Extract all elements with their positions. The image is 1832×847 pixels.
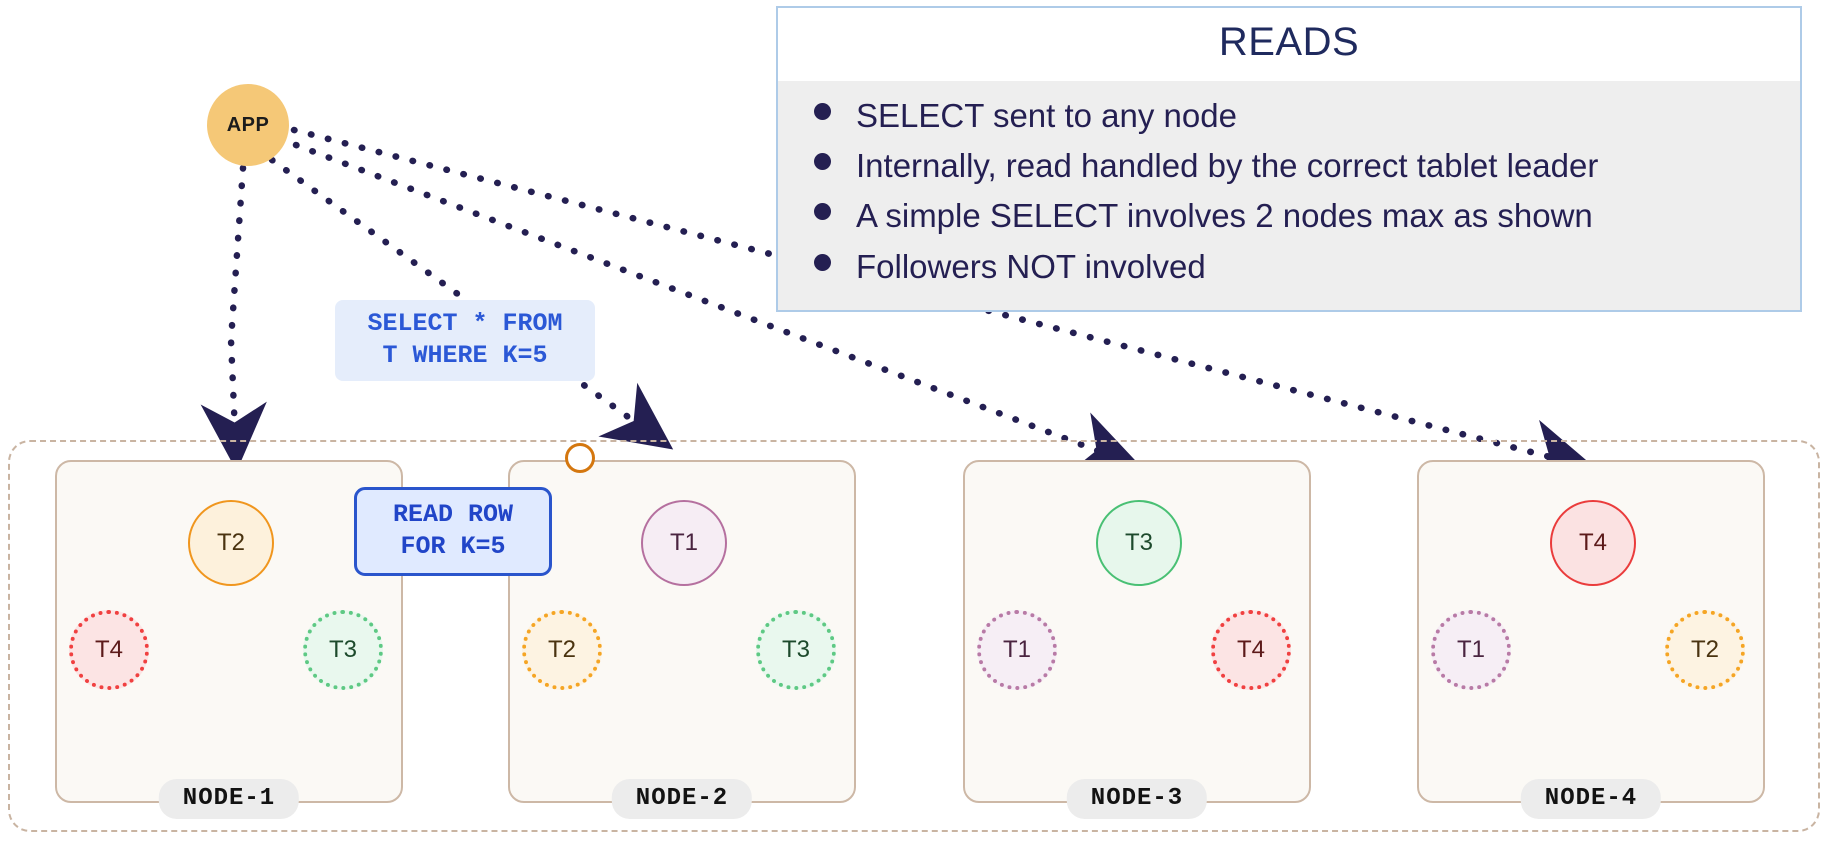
tablet-follower[interactable]: T1 (977, 610, 1057, 690)
read-row-label: READ ROW FOR K=5 (354, 487, 552, 576)
node-name-badge: NODE-2 (611, 779, 753, 819)
reads-bullet-list: SELECT sent to any node Internally, read… (778, 91, 1800, 292)
bullet-icon (814, 253, 831, 271)
tablet-label: T3 (328, 636, 357, 663)
reads-info-panel: READS SELECT sent to any node Internally… (776, 6, 1802, 312)
sql-query-line-1: SELECT * FROM (367, 309, 563, 338)
tablet-follower[interactable]: T2 (1665, 610, 1745, 690)
reads-bullet-text: A simple SELECT involves 2 nodes max as … (856, 197, 1593, 235)
reads-panel-title: READS (778, 8, 1800, 81)
reads-panel-body: SELECT sent to any node Internally, read… (778, 81, 1800, 310)
node-box-node-3[interactable]: T3 T1 T4 NODE-3 (963, 460, 1311, 819)
tablet-leader[interactable]: T3 (1096, 500, 1182, 586)
tablet-follower[interactable]: T2 (522, 610, 602, 690)
bullet-icon (814, 203, 831, 221)
sql-query-label: SELECT * FROM T WHERE K=5 (335, 300, 595, 381)
wire-app-to-node-1 (200, 164, 267, 472)
tablet-label: T4 (94, 636, 123, 663)
tablet-label: T1 (1002, 636, 1031, 663)
tablet-label: T3 (781, 636, 810, 663)
node-box-node-1[interactable]: T2 T4 T3 NODE-1 (55, 460, 403, 819)
tablet-label: T3 (1124, 529, 1153, 556)
tablet-follower[interactable]: T4 (1211, 610, 1291, 690)
read-row-line-1: READ ROW (392, 500, 514, 529)
tablet-leader[interactable]: T1 (641, 500, 727, 586)
reads-bullet-text: Internally, read handled by the correct … (856, 147, 1599, 185)
tablet-leader[interactable]: T2 (188, 500, 274, 586)
bullet-icon (814, 103, 831, 120)
tablet-label: T1 (1456, 636, 1485, 663)
tablet-label: T4 (1578, 529, 1607, 556)
tablet-label: T4 (1236, 636, 1265, 663)
app-client-node: APP (207, 84, 289, 166)
tablet-label: T1 (669, 529, 698, 556)
node-box-node-2[interactable]: T1 T2 T3 NODE-2 (508, 460, 856, 819)
list-item: Followers NOT involved (814, 242, 1782, 292)
tablet-label: T2 (547, 636, 576, 663)
node-name-badge: NODE-3 (1066, 779, 1208, 819)
reads-bullet-text: Followers NOT involved (856, 247, 1206, 285)
sql-query-line-2: T WHERE K=5 (382, 340, 548, 370)
node-name-badge: NODE-4 (1520, 779, 1662, 819)
tablet-follower[interactable]: T3 (303, 610, 383, 690)
list-item: Internally, read handled by the correct … (814, 141, 1782, 191)
tablet-label: T2 (216, 529, 245, 556)
reads-bullet-text: SELECT sent to any node (856, 97, 1237, 134)
list-item: SELECT sent to any node (814, 91, 1782, 141)
node-2-connection-port-icon (565, 443, 595, 473)
tablet-follower[interactable]: T3 (756, 610, 836, 690)
bullet-icon (814, 153, 831, 171)
app-node-label: APP (226, 113, 270, 136)
read-row-line-2: FOR K=5 (400, 532, 506, 561)
tablet-leader[interactable]: T4 (1550, 500, 1636, 586)
list-item: A simple SELECT involves 2 nodes max as … (814, 191, 1782, 241)
tablet-label: T2 (1690, 636, 1719, 663)
node-name-badge: NODE-1 (158, 779, 300, 819)
node-box-node-4[interactable]: T4 T1 T2 NODE-4 (1417, 460, 1765, 819)
tablet-follower[interactable]: T4 (69, 610, 149, 690)
tablet-follower[interactable]: T1 (1431, 610, 1511, 690)
